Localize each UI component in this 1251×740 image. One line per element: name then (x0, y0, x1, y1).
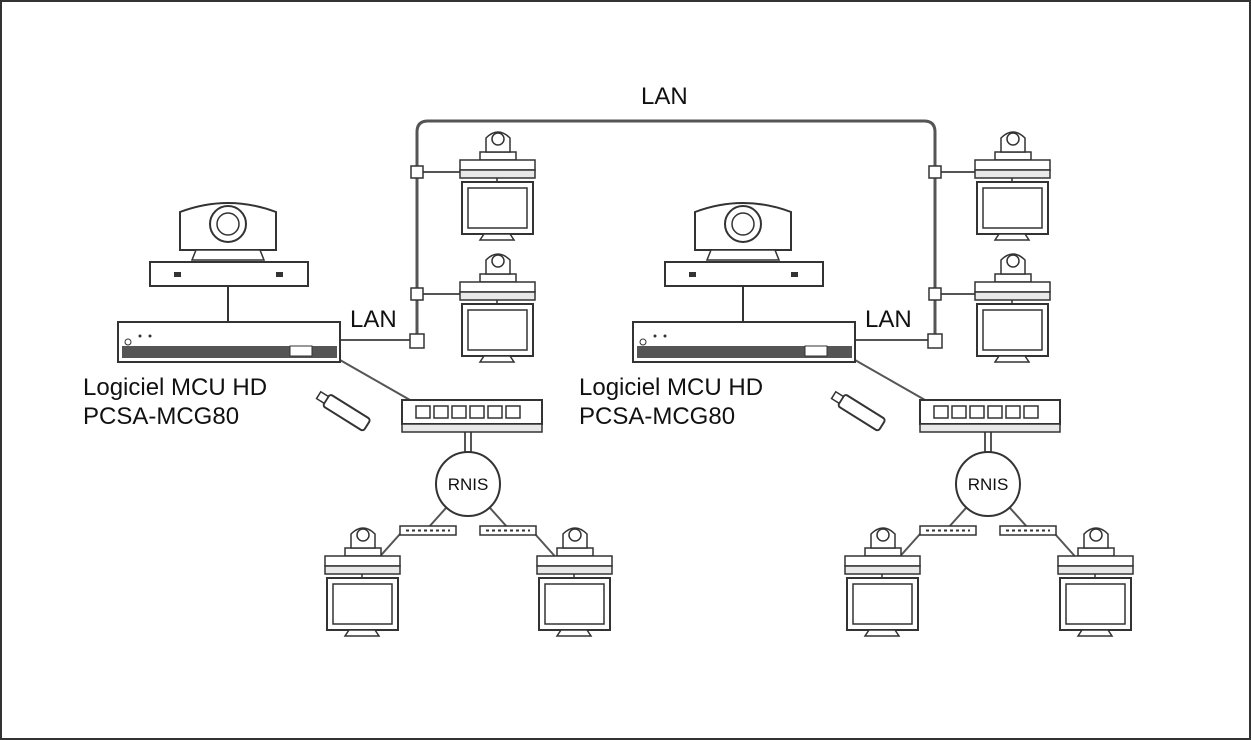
terminal-adapter-left-a (399, 525, 457, 536)
lan-backbone (415, 119, 937, 338)
hub-left (401, 399, 543, 433)
isdn-terminal-left-a (324, 527, 401, 637)
right-cabling (854, 171, 1081, 563)
isdn-label-right: RNIS (968, 475, 1009, 494)
lan-left-label: LAN (350, 306, 397, 333)
right-software-label-line1: Logiciel MCU HD (579, 374, 763, 401)
left-software-label-line2: PCSA-MCG80 (83, 403, 239, 430)
right-software-label-line2: PCSA-MCG80 (579, 403, 735, 430)
lan-top-label: LAN (641, 83, 688, 110)
isdn-terminal-left-b (536, 527, 613, 637)
lan-terminal-left-bottom (459, 253, 536, 363)
lan-terminal-right-top (974, 131, 1051, 241)
lan-ports (409, 165, 943, 349)
lan-terminal-right-bottom (974, 253, 1051, 363)
isdn-circle-left (435, 451, 501, 517)
terminal-adapter-left-b (479, 525, 537, 536)
lan-right-label: LAN (865, 306, 912, 333)
isdn-terminal-right-b (1057, 527, 1134, 637)
isdn-terminal-right-a (844, 527, 921, 637)
isdn-label-left: RNIS (448, 475, 489, 494)
left-software-label-line1: Logiciel MCU HD (83, 374, 267, 401)
terminal-adapter-right-b (999, 525, 1057, 536)
terminal-adapter-right-a (919, 525, 977, 536)
lan-terminal-left-top (459, 131, 536, 241)
isdn-circle-right (955, 451, 1021, 517)
hub-right (919, 399, 1061, 433)
